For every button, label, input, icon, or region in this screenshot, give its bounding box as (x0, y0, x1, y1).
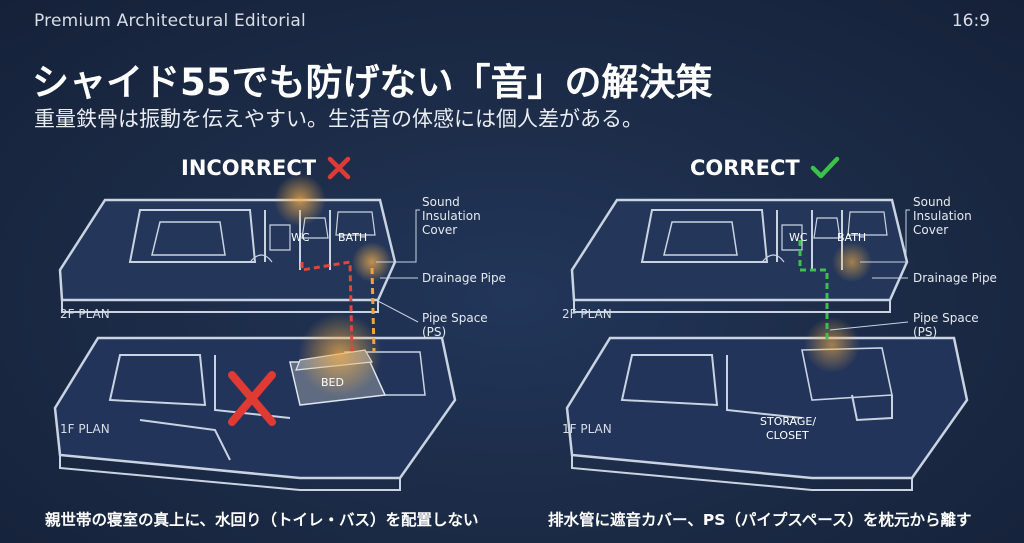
check-icon (810, 156, 839, 179)
label-wc: WC (291, 231, 310, 244)
label-2f-plan: 2F PLAN (60, 307, 110, 321)
verdict-incorrect: INCORRECT (181, 155, 352, 181)
page-subtitle: 重量鉄骨は振動を伝えやすい。生活音の体感には個人差がある。 (34, 107, 643, 131)
second-floor-plan-correct (570, 198, 909, 313)
incorrect-diagram: WC BATH 2F PLAN BED 1F PLAN (53, 174, 457, 491)
pipe-space-glow (832, 242, 872, 282)
left-sound-cover-line3: Cover (422, 223, 457, 237)
header-brand: Premium Architectural Editorial (34, 11, 306, 31)
right-callout-lines (829, 209, 910, 331)
label-bath-correct: BATH (837, 231, 866, 244)
aspect-ratio-label: 16:9 (951, 11, 990, 31)
label-2f-plan-correct: 2F PLAN (562, 307, 612, 321)
second-floor-plan (58, 198, 397, 313)
caption-incorrect: 親世帯の寝室の真上に、水回り（トイレ・バス）を配置しない (45, 511, 479, 529)
label-1f-plan-correct: 1F PLAN (562, 422, 612, 436)
right-ps-line2: (PS) (913, 325, 937, 339)
right-ps-line1: Pipe Space (913, 311, 979, 325)
label-storage-line1: STORAGE/ (760, 415, 816, 428)
right-sound-cover-line2: Insulation (913, 209, 972, 223)
left-ps-line2: (PS) (422, 325, 446, 339)
bed-glow (298, 313, 382, 397)
cross-icon (327, 156, 351, 180)
left-sound-cover-line1: Sound (422, 195, 460, 209)
left-callout-lines (375, 209, 420, 323)
label-wc-correct: WC (789, 231, 808, 244)
label-bath: BATH (338, 231, 367, 244)
correct-diagram: WC BATH 2F PLAN STORAGE/ CLOSET 1F PLAN (562, 198, 969, 491)
first-floor-plan-correct (565, 336, 969, 491)
label-bed: BED (321, 376, 344, 389)
pipe-glow (352, 242, 392, 282)
left-drainage-label: Drainage Pipe (422, 271, 506, 285)
page-title: シャイド55でも防げない「音」の解決策 (32, 61, 713, 104)
right-drainage-label: Drainage Pipe (913, 271, 997, 285)
caption-correct: 排水管に遮音カバー、PS（パイプスペース）を枕元から離す (548, 511, 972, 529)
drain-pipe-bath (370, 267, 376, 353)
right-sound-cover-line1: Sound (913, 195, 951, 209)
right-sound-cover-line3: Cover (913, 223, 948, 237)
wc-glow (274, 174, 326, 226)
verdict-correct-label: CORRECT (690, 156, 800, 180)
drain-pipe-correct (798, 240, 829, 340)
verdict-correct: CORRECT (690, 155, 840, 181)
ps-floor-glow (804, 317, 860, 373)
left-ps-line1: Pipe Space (422, 311, 488, 325)
label-1f-plan: 1F PLAN (60, 422, 110, 436)
big-cross-icon (228, 371, 276, 426)
drain-pipe-wc (300, 260, 354, 353)
label-storage-line2: CLOSET (766, 429, 809, 442)
left-sound-cover-line2: Insulation (422, 209, 481, 223)
